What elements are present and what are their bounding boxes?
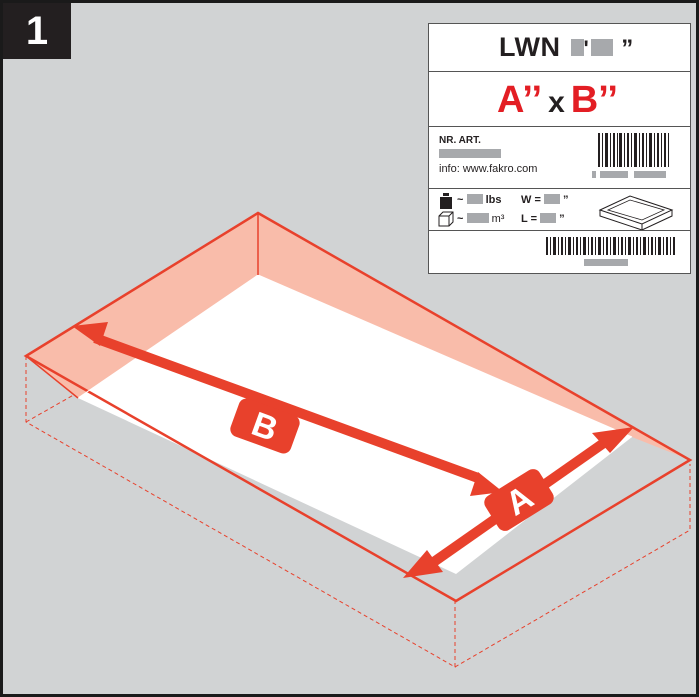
weight-unit: lbs xyxy=(485,194,502,206)
volume-unit: m³ xyxy=(491,213,505,225)
arrow-a-head-start xyxy=(403,550,443,578)
width-inch: ” xyxy=(563,194,569,206)
width-redacted xyxy=(543,194,560,204)
info-website: info: www.fakro.com xyxy=(439,163,538,175)
arrow-b: B xyxy=(72,322,503,496)
weight-icon xyxy=(440,193,452,209)
width-label: W = xyxy=(521,194,541,206)
model-quote: ” xyxy=(621,35,634,62)
weight-redacted xyxy=(466,194,483,204)
box-rim xyxy=(23,211,693,603)
length-redacted xyxy=(540,213,557,223)
label-barcode-row xyxy=(429,231,690,275)
volume-icon xyxy=(438,211,454,227)
label-spec-row: ~ lbs W = ” ~ m³ L = ” xyxy=(429,189,690,231)
dim-a: A’’ xyxy=(497,79,543,121)
model-apostrophe: ' xyxy=(583,36,590,61)
model-prefix: LWN xyxy=(499,32,561,62)
arrow-b-head-start xyxy=(72,322,108,346)
barcode-icon xyxy=(592,133,669,178)
label-model-row: LWN ' ” xyxy=(429,24,690,72)
arrow-b-label-box xyxy=(230,398,300,454)
label-article-row: NR. ART. info: www.fakro.com xyxy=(429,127,690,189)
step-number: 1 xyxy=(3,3,71,59)
length-label: L = xyxy=(521,213,538,225)
volume-spec: ~ m³ xyxy=(457,213,504,225)
length-spec: L = ” xyxy=(521,213,565,225)
weight-tilde: ~ xyxy=(457,194,464,206)
width-spec: W = ” xyxy=(521,194,569,206)
arrow-a-head-end xyxy=(592,427,634,453)
dim-b: B’’ xyxy=(570,79,618,121)
model-redacted-2 xyxy=(591,39,614,56)
box-front-left-edge xyxy=(25,355,79,399)
article-number-redacted xyxy=(439,149,501,158)
length-inch: ” xyxy=(559,213,565,225)
bottom-barcode-icon xyxy=(546,237,675,266)
weight-spec: ~ lbs xyxy=(457,194,501,206)
box-wall-left xyxy=(26,213,258,398)
box-sketch-icon xyxy=(598,195,674,230)
model-redacted-1 xyxy=(570,39,584,56)
article-number-label: NR. ART. xyxy=(439,135,481,146)
arrow-b-head-end xyxy=(470,472,503,496)
dim-x: x xyxy=(548,86,565,119)
volume-redacted xyxy=(466,213,489,223)
model-code: LWN ' ” xyxy=(499,32,634,63)
arrow-a-label-box xyxy=(484,469,554,531)
volume-tilde: ~ xyxy=(457,213,464,225)
